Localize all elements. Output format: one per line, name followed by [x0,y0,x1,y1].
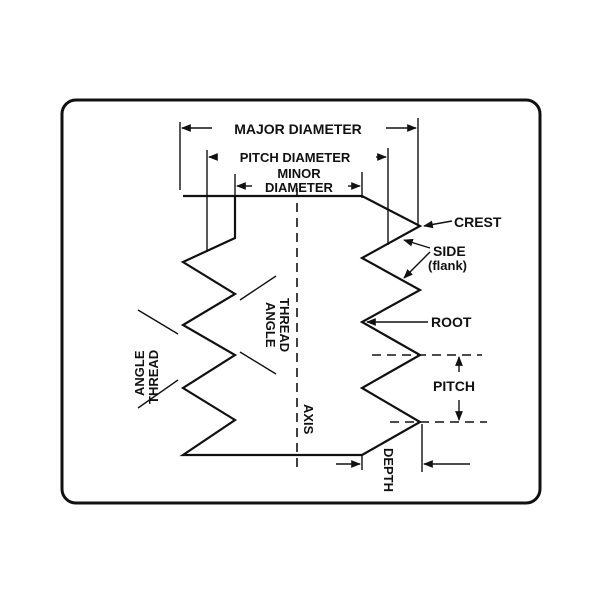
diagram-frame [60,98,542,505]
minor-diameter-label-line1: MINOR [277,166,321,181]
side-leader-upper [403,238,431,249]
root-label: ROOT [431,314,472,330]
thread-angle-right-leader-lower [239,351,277,375]
thread-angle-right-label-1: THREAD [277,298,292,352]
axis-label: AXIS [301,404,316,435]
minor-diameter-label-line2: DIAMETER [265,180,334,195]
side-leader-lower [403,251,431,279]
thread-angle-left-leader-upper [137,309,179,335]
crest-label: CREST [454,214,502,230]
thread-angle-right-label-2: ANGLE [263,302,278,348]
thread-angle-left-leader-lower [137,379,179,409]
crest-leader [423,220,453,229]
side-label: SIDE [433,243,466,259]
thread-angle-right-leader-upper [239,275,277,301]
left-thread-profile [179,194,362,457]
thread-angle-left-label-1: THREAD [146,350,161,404]
major-diameter-label: MAJOR DIAMETER [234,121,362,137]
thread-angle-left-label-2: ANGLE [132,350,147,396]
depth-label: DEPTH [381,448,396,492]
pitch-label: PITCH [433,378,475,394]
flank-label: (flank) [428,258,467,273]
right-thread-profile [235,194,423,456]
pitch-diameter-label: PITCH DIAMETER [240,150,351,165]
